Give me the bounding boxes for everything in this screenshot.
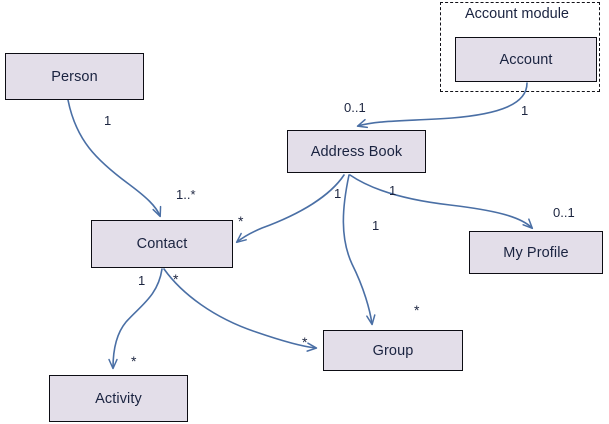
node-account-label: Account	[499, 51, 553, 68]
multiplicity-address-book-profile-source: 1	[389, 183, 397, 198]
multiplicity-person-contact-target: 1..*	[176, 187, 196, 202]
multiplicity-my-profile-target: 0..1	[553, 205, 575, 220]
edge-contact-activity	[108, 268, 163, 370]
multiplicity-address-book-contact-source: 1	[334, 186, 342, 201]
node-my-profile[interactable]: My Profile	[469, 231, 603, 274]
node-group-label: Group	[372, 342, 414, 359]
node-contact[interactable]: Contact	[91, 220, 233, 268]
node-person[interactable]: Person	[5, 53, 144, 100]
node-address-book-label: Address Book	[310, 143, 403, 160]
node-activity-label: Activity	[95, 390, 142, 407]
edge-account-addressbook	[356, 82, 528, 129]
node-account[interactable]: Account	[455, 37, 597, 82]
edge-addressbook-contact	[235, 174, 345, 244]
node-contact-label: Contact	[136, 236, 188, 252]
edge-person-contact	[67, 99, 162, 218]
node-group[interactable]: Group	[323, 330, 463, 371]
multiplicity-account-source: 1	[521, 103, 529, 118]
node-person-label: Person	[51, 68, 98, 85]
account-module-frame	[440, 2, 600, 92]
multiplicity-group-left-target: *	[302, 334, 308, 350]
node-activity[interactable]: Activity	[49, 375, 188, 422]
node-my-profile-label: My Profile	[503, 244, 569, 261]
multiplicity-contact-right-target: *	[238, 213, 244, 229]
multiplicity-address-book-group-source: 1	[372, 218, 380, 233]
node-address-book[interactable]: Address Book	[287, 130, 426, 173]
multiplicity-person-contact-source: 1	[104, 113, 112, 128]
edge-addressbook-profile	[349, 174, 534, 230]
multiplicity-contact-bottom-star: *	[173, 271, 179, 287]
edge-contact-group	[163, 268, 318, 352]
multiplicity-address-book-target: 0..1	[344, 100, 366, 115]
account-module-title: Account module	[465, 6, 569, 22]
multiplicity-contact-bottom-source: 1	[138, 273, 146, 288]
edge-addressbook-group	[342, 174, 376, 326]
multiplicity-activity-target: *	[131, 353, 137, 369]
multiplicity-group-top-target: *	[414, 302, 420, 318]
